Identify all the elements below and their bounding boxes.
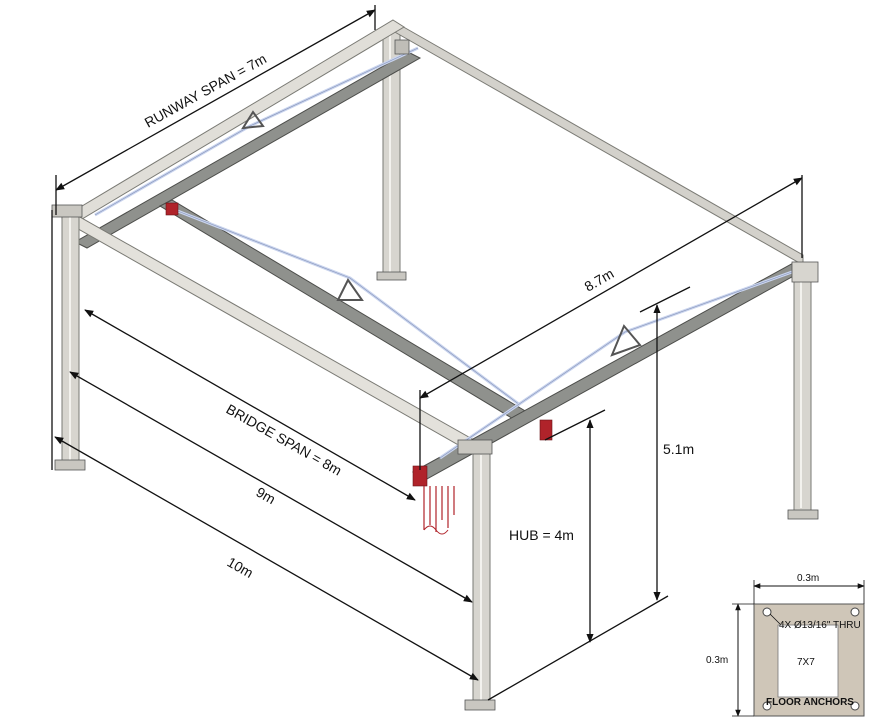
anchor-height-label: 0.3m — [706, 655, 728, 666]
eight-seven-m-label: 8.7m — [582, 265, 617, 294]
bridge-span-label: BRIDGE SPAN = 8m — [224, 401, 345, 479]
runway-beam-left — [61, 19, 405, 226]
nine-m-label: 9m — [254, 484, 279, 508]
dimension-lines — [51, 5, 803, 701]
anchor-title: FLOOR ANCHORS — [766, 697, 854, 708]
bridge-girder-middle — [158, 199, 528, 421]
runway-beam-front — [64, 215, 476, 448]
anchor-width-label: 0.3m — [797, 573, 819, 584]
column-right — [787, 265, 819, 520]
runway-beam-back — [392, 20, 804, 266]
hoist-festoon — [423, 486, 455, 535]
column-front-middle — [457, 439, 496, 711]
anchor-size-label: 7X7 — [797, 657, 815, 668]
hub-label: HUB = 4m — [509, 527, 574, 543]
crane-structure — [51, 19, 819, 711]
ten-m-label: 10m — [225, 554, 257, 581]
floor-anchor-detail: 0.3m 0.3m 4X Ø13/16" THRU 7X7 FLOOR ANCH… — [706, 573, 865, 717]
anchor-holes-label: 4X Ø13/16" THRU — [779, 620, 861, 631]
five-one-m-label: 5.1m — [663, 441, 694, 457]
